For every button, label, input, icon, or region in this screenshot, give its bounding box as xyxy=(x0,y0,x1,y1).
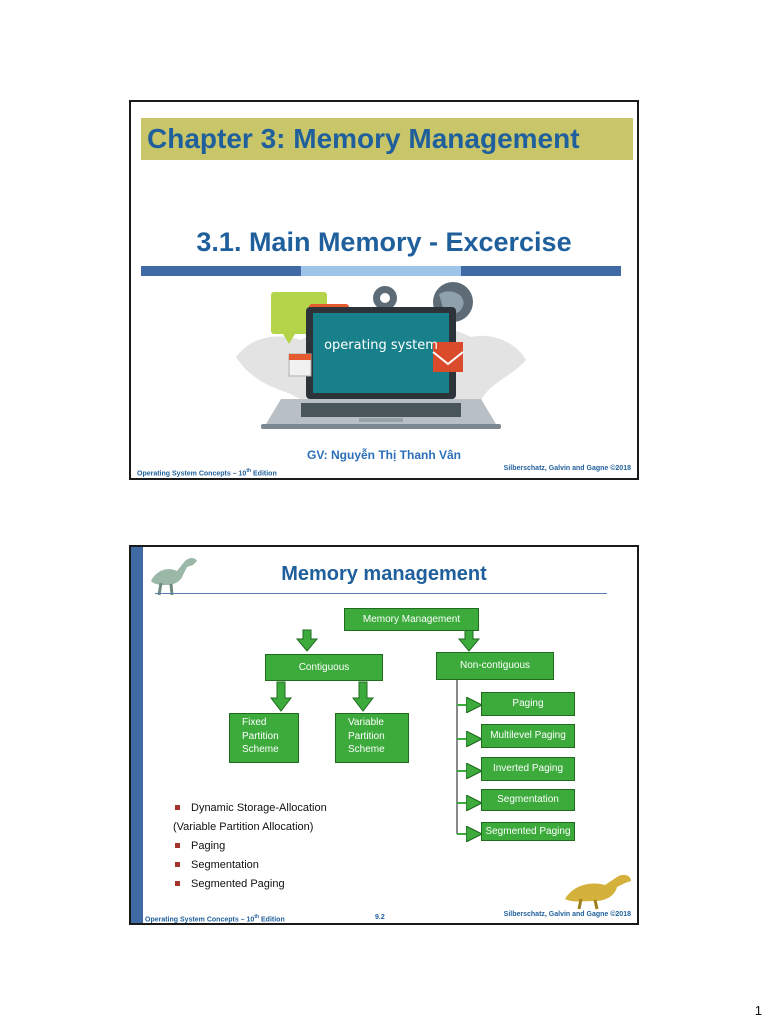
stripe-middle xyxy=(301,266,461,276)
diagram-slide: Memory management Memory Management Cont… xyxy=(129,545,639,925)
variable-partition-box: Variable Partition Scheme xyxy=(335,713,409,763)
segmented-paging-box: Segmented Paging xyxy=(481,822,575,841)
footer-right: Silberschatz, Galvin and Gagne ©2018 xyxy=(503,911,631,918)
fixed-partition-box: Fixed Partition Scheme xyxy=(229,713,299,763)
footer-left-sup: th xyxy=(246,468,252,474)
laptop-graphic xyxy=(236,282,526,429)
bullet-marker xyxy=(175,804,180,810)
bullet-marker xyxy=(175,861,180,867)
footer-right: Silberschatz, Galvin and Gagne ©2018 xyxy=(503,465,631,472)
non-contiguous-box: Non-contiguous xyxy=(436,652,554,680)
chapter-title: Chapter 3: Memory Management xyxy=(141,118,633,160)
footer-left-tail: Edition xyxy=(259,916,285,924)
footer-left-text: Operating System Concepts – 10 xyxy=(145,916,255,924)
bullet-item: Segmentation xyxy=(175,856,327,875)
slide-title: Memory management xyxy=(281,563,487,585)
bullet-text: Paging xyxy=(191,840,226,852)
stripe-left xyxy=(141,266,301,276)
footer-left-tail: Edition xyxy=(251,470,277,478)
fixed-line-2: Partition xyxy=(242,730,279,742)
slide-number: 9.2 xyxy=(375,914,385,921)
screen-label: operating system xyxy=(324,338,438,353)
variable-line-3: Scheme xyxy=(348,744,385,755)
memory-management-box: Memory Management xyxy=(344,608,479,631)
title-slide: Chapter 3: Memory Management 3.1. Main M… xyxy=(129,100,639,480)
variable-line-2: Partition xyxy=(348,730,385,742)
slide-subtitle: 3.1. Main Memory - Excercise xyxy=(196,227,572,257)
bullet-marker xyxy=(175,842,180,848)
title-rule xyxy=(155,593,607,594)
laptop-illustration: operating system xyxy=(231,282,531,447)
bullet-marker xyxy=(175,880,180,886)
paging-box: Paging xyxy=(481,692,575,716)
segmentation-box: Segmentation xyxy=(481,789,575,811)
fixed-line-1: Fixed xyxy=(242,717,267,728)
fixed-line-3: Scheme xyxy=(242,744,279,755)
bullet-item: Segmented Paging xyxy=(175,875,327,894)
dinosaur-bottom-icon xyxy=(565,874,631,910)
bullet-item: Paging xyxy=(175,837,327,856)
bullet-text: Segmented Paging xyxy=(191,878,285,890)
footer-left-text: Operating System Concepts – 10 xyxy=(137,470,247,478)
footer-left: Operating System Concepts – 10th Edition xyxy=(145,914,285,923)
variable-line-1: Variable xyxy=(348,717,384,728)
slide-left-bar xyxy=(131,547,143,923)
stripe-right xyxy=(461,266,621,276)
footer-left-sup: th xyxy=(254,914,260,920)
bullet-list: Dynamic Storage-Allocation (Variable Par… xyxy=(173,799,327,894)
page-number: 1 xyxy=(754,1003,762,1018)
multilevel-paging-box: Multilevel Paging xyxy=(481,724,575,748)
bullet-subtext: (Variable Partition Allocation) xyxy=(173,821,314,833)
instructor-name: GV: Nguyễn Thị Thanh Vân xyxy=(306,448,461,462)
bullet-text: Segmentation xyxy=(191,859,259,871)
contiguous-box: Contiguous xyxy=(265,654,383,681)
laptop-screen xyxy=(313,313,449,393)
bullet-text: Dynamic Storage-Allocation xyxy=(191,802,327,814)
footer-left: Operating System Concepts – 10th Edition xyxy=(137,468,277,477)
bullet-item: Dynamic Storage-Allocation xyxy=(175,799,327,818)
inverted-paging-box: Inverted Paging xyxy=(481,757,575,781)
diagram-connectors xyxy=(269,629,637,923)
